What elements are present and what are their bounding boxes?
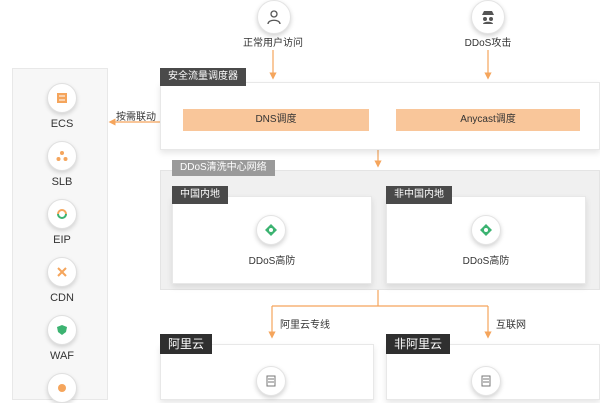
non-aliyun-title: 非阿里云 [386, 334, 451, 354]
overseas-title: 非中国内地 [386, 186, 452, 204]
normal-user-label: 正常用户访问 [243, 38, 303, 49]
user-icon [257, 0, 291, 34]
sidebar-item-slb: SLB [51, 176, 73, 188]
sidebar-item-ecs: ECS [50, 118, 74, 130]
aliyun-title: 阿里云 [160, 334, 213, 354]
sidebar-item-eip: EIP [53, 234, 71, 246]
ecs-icon [47, 83, 77, 113]
partial-product-icon [47, 373, 77, 403]
cdn-icon [47, 257, 77, 287]
linkage-label: 按需联动 [116, 112, 156, 123]
ddos-attack-label: DDoS攻击 [464, 38, 512, 49]
overseas-anti-ddos-icon [471, 215, 501, 245]
overseas-anti-ddos-label: DDoS高防 [462, 256, 510, 267]
aliyun-server-icon [256, 366, 286, 396]
product-sidebar [12, 68, 108, 400]
non-aliyun-server-icon [471, 366, 501, 396]
sidebar-item-waf: WAF [49, 350, 75, 362]
sidebar-item-cdn: CDN [50, 292, 74, 304]
mainland-title: 中国内地 [172, 186, 228, 204]
aliyun-line-label: 阿里云专线 [280, 320, 330, 331]
slb-icon [47, 141, 77, 171]
anycast-scheduling: Anycast调度 [396, 109, 580, 131]
mainland-anti-ddos-icon [256, 215, 286, 245]
eip-icon [47, 199, 77, 229]
dns-scheduling: DNS调度 [183, 109, 369, 131]
mainland-anti-ddos-label: DDoS高防 [248, 256, 296, 267]
scrubbing-title: DDoS清洗中心网络 [172, 160, 275, 176]
internet-label: 互联网 [496, 320, 526, 331]
attacker-icon [471, 0, 505, 34]
scheduler-title: 安全流量调度器 [160, 68, 246, 86]
waf-icon [47, 315, 77, 345]
